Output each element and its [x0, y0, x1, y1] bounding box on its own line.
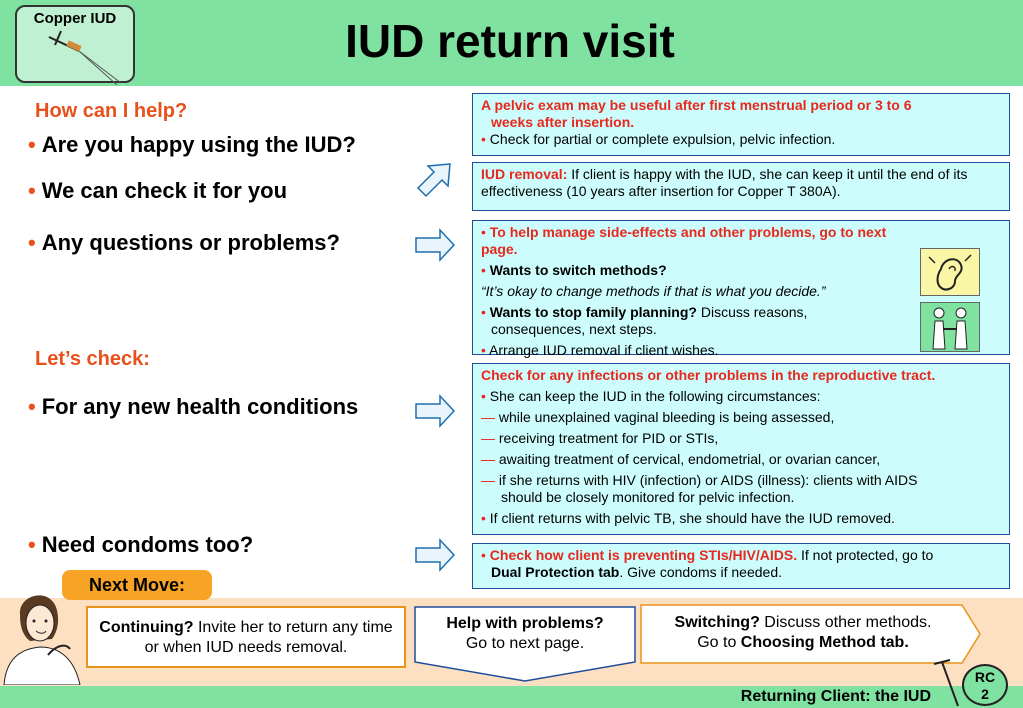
- condition-hiv-text: if she returns with HIV (infection) or A…: [498, 472, 918, 488]
- woman-icon: [3, 595, 81, 685]
- switching-text: Discuss other methods.: [764, 614, 932, 631]
- page-badge: RC 2: [962, 664, 1008, 706]
- switch-methods-text: Wants to switch methods?: [489, 262, 667, 278]
- side-effects-box: • To help manage side-effects and other …: [472, 220, 1010, 358]
- arrow-icon: [416, 163, 451, 198]
- sti-line-cont: Dual Protection tab. Give condoms if nee…: [481, 564, 1001, 581]
- condition-hiv: — if she returns with HIV (infection) or…: [481, 472, 918, 488]
- pelvic-exam-lead-cont: weeks after insertion.: [491, 114, 635, 130]
- help-problems-bold: Help with problems?: [446, 615, 604, 632]
- ear-icon: [920, 248, 980, 296]
- question-happy-text: Are you happy using the IUD?: [41, 132, 356, 157]
- condition-hiv-cont: should be closely monitored for pelvic i…: [501, 489, 795, 505]
- switching-line1: Switching? Discuss other methods.: [644, 613, 962, 633]
- question-check: •We can check it for you: [28, 178, 288, 203]
- question-problems-text: Any questions or problems?: [41, 230, 340, 255]
- sti-text: If not protected, go to: [800, 547, 934, 563]
- check-heading: Let’s check:: [35, 348, 150, 370]
- switching-bold: Switching?: [674, 614, 760, 631]
- iud-icon: [933, 659, 959, 707]
- condition-bleeding: — while unexplained vaginal bleeding is …: [481, 409, 835, 425]
- sti-box: • Check how client is preventing STIs/HI…: [472, 543, 1010, 589]
- continuing-bold: Continuing?: [99, 619, 194, 636]
- footer-label: Returning Client: the IUD: [740, 688, 931, 705]
- switching-line2: Go to Choosing Method tab.: [644, 633, 962, 653]
- iud-removal-box: IUD removal: If client is happy with the…: [472, 162, 1010, 211]
- switching-shape: [640, 604, 981, 664]
- pelvic-exam-item: • Check for partial or complete expulsio…: [481, 131, 836, 147]
- condition-bleeding-text: while unexplained vaginal bleeding is be…: [498, 409, 835, 425]
- pelvic-tb-text: If client returns with pelvic TB, she sh…: [489, 510, 895, 526]
- page-badge-section: RC: [974, 669, 996, 685]
- continuing-card: Continuing? Invite her to return any tim…: [86, 606, 406, 668]
- help-problems-text: Go to next page.: [465, 635, 585, 652]
- condition-cancer-text: awaiting treatment of cervical, endometr…: [498, 451, 881, 467]
- stop-fp-cont: consequences, next steps.: [491, 321, 657, 337]
- keep-iud-text: She can keep the IUD in the following ci…: [489, 388, 821, 404]
- logo-label: Copper IUD: [33, 10, 117, 27]
- iud-removal-text: If client is happy with the IUD, she can…: [481, 166, 968, 199]
- sti-text-end: . Give condoms if needed.: [619, 564, 783, 580]
- side-effects-item-text: To help manage side-effects and other pr…: [481, 224, 887, 257]
- pelvic-exam-lead: A pelvic exam may be useful after first …: [481, 97, 912, 113]
- sti-lead: Check how client is preventing STIs/HIV/…: [489, 547, 798, 563]
- page-badge-number: 2: [981, 686, 989, 702]
- switch-quote: “It’s okay to change methods if that is …: [481, 283, 826, 299]
- sti-line: • Check how client is preventing STIs/HI…: [481, 547, 934, 563]
- iud-removal-lead: IUD removal:: [481, 166, 568, 182]
- page-title: IUD return visit: [345, 15, 675, 67]
- question-condoms-text: Need condoms too?: [41, 532, 254, 557]
- question-condoms: •Need condoms too?: [28, 532, 254, 557]
- arrow-icon: [415, 228, 456, 262]
- side-effects-item: • To help manage side-effects and other …: [481, 224, 887, 257]
- arrow-icon: [415, 394, 456, 428]
- question-check-text: We can check it for you: [41, 178, 288, 203]
- logo-box: Copper IUD: [15, 5, 135, 85]
- continuing-text: Invite her to return any time or when IU…: [144, 619, 393, 656]
- footer-band: Returning Client: the IUD: [0, 686, 1023, 708]
- stop-fp-text: Discuss reasons,: [700, 304, 808, 320]
- pelvic-tb-item: • If client returns with pelvic TB, she …: [481, 510, 895, 526]
- arrange-removal-text: Arrange IUD removal if client wishes.: [489, 342, 719, 358]
- stop-fp-bold: Wants to stop family planning?: [489, 304, 697, 320]
- keep-iud-item: • She can keep the IUD in the following …: [481, 388, 821, 404]
- switching-card: Switching? Discuss other methods. Go to …: [644, 613, 962, 653]
- question-happy: •Are you happy using the IUD?: [28, 132, 356, 157]
- stop-fp-item: • Wants to stop family planning? Discuss…: [481, 304, 808, 320]
- condition-cancer: — awaiting treatment of cervical, endome…: [481, 451, 881, 467]
- arrow-icon: [415, 538, 456, 572]
- help-heading: How can I help?: [35, 100, 188, 122]
- question-conditions-text: For any new health conditions: [41, 394, 359, 419]
- arrange-removal-item: • Arrange IUD removal if client wishes.: [481, 342, 719, 358]
- pelvic-exam-box: A pelvic exam may be useful after first …: [472, 93, 1010, 156]
- help-problems-shape: [414, 606, 636, 682]
- condition-pid: — receiving treatment for PID or STIs,: [481, 430, 719, 446]
- iud-icon: [48, 30, 122, 85]
- pelvic-exam-item-text: Check for partial or complete expulsion,…: [489, 131, 836, 147]
- switch-methods-item: • Wants to switch methods?: [481, 262, 667, 278]
- couple-icon: [920, 302, 980, 352]
- question-problems: •Any questions or problems?: [28, 230, 340, 255]
- condition-pid-text: receiving treatment for PID or STIs,: [498, 430, 719, 446]
- dual-protection-tab: Dual Protection tab: [491, 564, 620, 580]
- infections-lead: Check for any infections or other proble…: [481, 367, 936, 383]
- next-move-label: Next Move:: [62, 570, 212, 600]
- infections-box: Check for any infections or other proble…: [472, 363, 1010, 535]
- choosing-method-tab: Choosing Method tab.: [740, 634, 909, 651]
- help-problems-card: Help with problems? Go to next page.: [416, 614, 634, 654]
- switching-go: Go to: [697, 634, 737, 651]
- header-band: Copper IUD IUD return visit: [0, 0, 1023, 86]
- question-conditions: •For any new health conditions: [28, 394, 359, 419]
